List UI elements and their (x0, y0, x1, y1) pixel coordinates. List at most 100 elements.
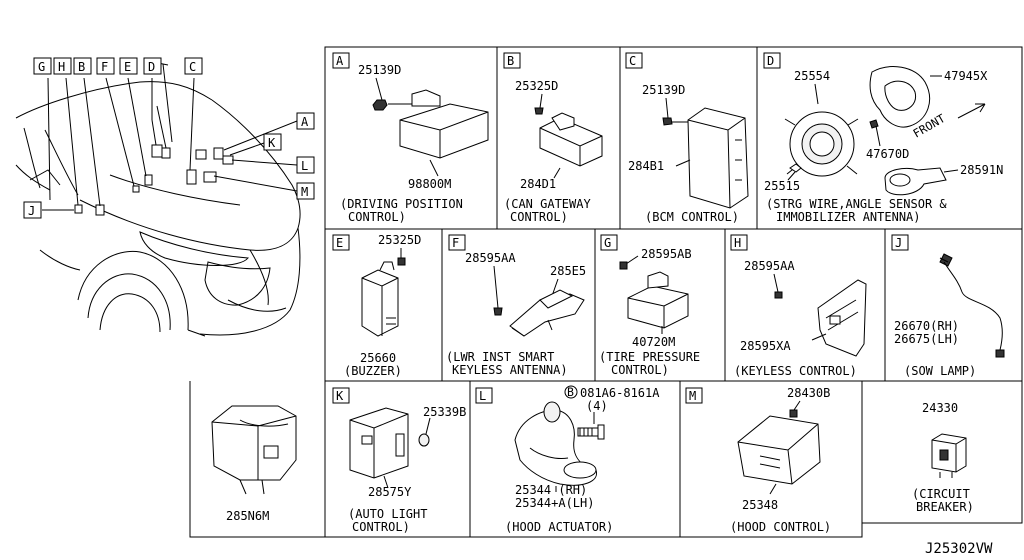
hood-control-icon (737, 415, 821, 485)
panel-caption: (AUTO LIGHT (348, 507, 427, 521)
panel-m: 28430B 25348 (HOOD CONTROL) (730, 386, 831, 534)
panel-l: B 081A6-8161A (4) 25344 (RH) 25344+A(LH)… (505, 385, 660, 534)
callout-a: A (301, 115, 309, 129)
panel-caption: CONTROL) (348, 210, 406, 224)
part-number: 47670D (866, 147, 909, 161)
panel-caption: BREAKER) (916, 500, 974, 514)
panel-letter-f: F (452, 236, 459, 250)
panel-caption: IMMOBILIZER ANTENNA) (776, 210, 921, 224)
part-number: 25515 (764, 179, 800, 193)
part-number: 284B1 (628, 159, 664, 173)
panel-letter-m: M (689, 389, 696, 403)
callout-j: J (28, 204, 35, 218)
panel-caption: (BCM CONTROL) (645, 210, 739, 224)
panel-caption: CONTROL) (352, 520, 410, 534)
car-overview-illustration (15, 62, 301, 337)
bolt-icon (372, 99, 388, 111)
junction-block-icon (211, 405, 297, 481)
panel-285n6m: 285N6M (211, 405, 297, 523)
callout-f: F (101, 60, 108, 74)
diagram-id: J25302VW (925, 541, 993, 557)
screw-icon (774, 291, 783, 299)
circuit-breaker-icon (931, 433, 967, 473)
callout-l: L (301, 159, 308, 173)
panel-caption: (HOOD CONTROL) (730, 520, 831, 534)
part-number: 284D1 (520, 177, 556, 191)
panel-letter-boxes: A B C D E F G H J K L M (332, 52, 909, 404)
part-number: 26670(RH) (894, 319, 959, 333)
panel-letter-e: E (336, 236, 343, 250)
part-number: 25139D (642, 83, 685, 97)
part-number: 285N6M (226, 509, 269, 523)
callout-e: E (124, 60, 131, 74)
part-number: 25348 (742, 498, 778, 512)
callout-k: K (268, 136, 276, 150)
callout-d: D (148, 60, 155, 74)
panel-h: 28595AA 28595XA (KEYLESS CONTROL) (734, 259, 867, 378)
panel-c: 25139D 284B1 (BCM CONTROL) (628, 83, 749, 224)
part-number: 081A6-8161A (580, 386, 660, 400)
part-number: 28595AA (744, 259, 795, 273)
panel-letter-a: A (336, 54, 344, 68)
screw-icon (493, 307, 503, 316)
bolt-icon (662, 117, 673, 126)
buzzer-icon (361, 269, 399, 337)
panel-caption: (LWR INST SMART (446, 350, 554, 364)
module-icon (399, 103, 489, 159)
part-number: 28595AB (641, 247, 692, 261)
panel-letter-d: D (767, 54, 774, 68)
part-number: 98800M (408, 177, 451, 191)
bolt-prefix: B (567, 385, 574, 399)
bolt-circle-icon (564, 385, 578, 399)
panel-letter-h: H (734, 236, 741, 250)
panel-caption: (CIRCUIT (912, 487, 970, 501)
panel-caption: (KEYLESS CONTROL) (734, 364, 857, 378)
part-number: 28575Y (368, 485, 412, 499)
screw-icon (397, 257, 406, 266)
part-number: 25660 (360, 351, 396, 365)
panel-caption: (SOW LAMP) (904, 364, 976, 378)
panel-g: 28595AB 40720M (TIRE PRESSURE CONTROL) (599, 247, 700, 377)
angle-sensor-icon (869, 66, 930, 128)
part-number: 24330 (922, 401, 958, 415)
screw-icon (869, 119, 879, 129)
panel-letter-l: L (479, 389, 486, 403)
part-number: 47945X (944, 69, 988, 83)
screw-icon (789, 409, 798, 418)
keyless-control-icon (817, 279, 867, 357)
callout-g: G (38, 60, 45, 74)
panel-d: 25554 47945X FRONT 47670D 25515 28591N (… (764, 66, 1003, 224)
immobilizer-antenna-icon (884, 167, 947, 196)
part-number: (4) (586, 399, 608, 413)
panel-caption: (TIRE PRESSURE (599, 350, 700, 364)
part-number: 25339B (423, 405, 466, 419)
part-number: 40720M (632, 335, 675, 349)
part-number: 25139D (358, 63, 401, 77)
panel-letter-j: J (895, 236, 902, 250)
panel-caption: (STRG WIRE,ANGLE SENSOR & (766, 197, 947, 211)
part-number: 25554 (794, 69, 830, 83)
part-number: 28591N (960, 163, 1003, 177)
front-arrow-icon (957, 103, 986, 119)
screw-icon (534, 107, 544, 115)
panel-caption: CONTROL) (510, 210, 568, 224)
panel-caption: CONTROL) (611, 363, 669, 377)
panel-a: 25139D 98800M (DRIVING POSITION CONTROL) (340, 63, 489, 224)
part-number: 25325D (515, 79, 558, 93)
clip-icon (418, 433, 430, 447)
screw-icon (619, 261, 628, 270)
panel-grid (189, 46, 1023, 538)
panel-e: 25325D 25660 (BUZZER) (344, 233, 421, 378)
panel-caption: (CAN GATEWAY (504, 197, 591, 211)
car-callouts: G H B F E D C A K L M J (23, 57, 315, 219)
callout-b: B (78, 60, 85, 74)
part-number: 25344 (RH) (515, 483, 587, 497)
callout-m: M (301, 185, 308, 199)
module-icon (627, 285, 689, 329)
part-number: 28595XA (740, 339, 791, 353)
part-number: 28595AA (465, 251, 516, 265)
callout-h: H (58, 60, 65, 74)
panel-caption: (HOOD ACTUATOR) (505, 520, 613, 534)
part-number: 25344+A(LH) (515, 496, 594, 510)
